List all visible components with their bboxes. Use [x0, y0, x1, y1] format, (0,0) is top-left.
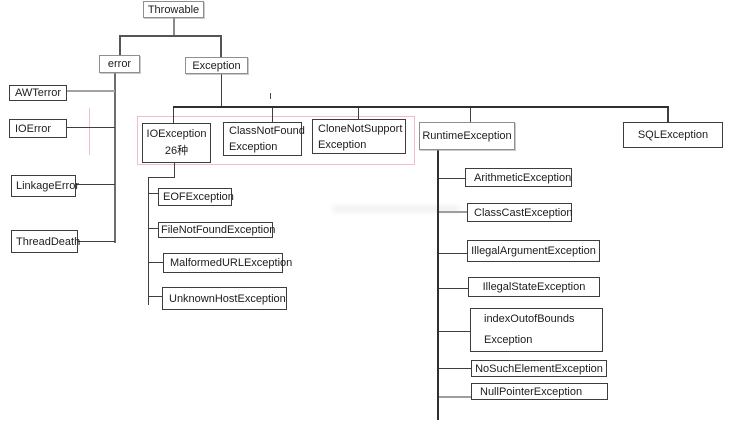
node-label: error [107, 58, 132, 70]
faint-watermark [332, 205, 460, 213]
node-class-cast-exception: ClassCastException [467, 203, 572, 222]
node-label: NoSuchElementException [475, 362, 603, 375]
connector-line [76, 184, 115, 185]
node-label: ClassCastException [474, 206, 573, 219]
node-runtime-exception: RuntimeException [419, 122, 515, 150]
node-io-error: IOError [9, 119, 67, 138]
node-malformed-url-exception: MalformedURLException [163, 253, 292, 273]
connector-line [667, 108, 669, 122]
connector-line [221, 73, 222, 107]
node-null-pointer-exception: NullPointerException [471, 383, 608, 400]
node-file-not-found-exception: FileNotFoundException [158, 222, 276, 238]
connector-line [67, 127, 115, 128]
connector-line [148, 177, 149, 305]
node-label: Exception [192, 59, 241, 72]
node-illegal-argument-exception: IllegalArgumentException [467, 240, 600, 262]
node-thread-death: ThreadDeath [11, 230, 81, 253]
connector-line [358, 108, 359, 119]
highlight-line [89, 108, 90, 155]
connector-line [148, 177, 175, 178]
connector-line [78, 241, 115, 242]
node-label: MalformedURLException [170, 257, 293, 269]
connector-line [439, 288, 468, 289]
node-label: AWTerror [15, 87, 62, 99]
node-exception: Exception [185, 57, 248, 74]
connector-line [439, 331, 470, 332]
connector-line [119, 36, 121, 55]
node-label: NullPointerException [480, 385, 583, 398]
node-label: Throwable [147, 3, 200, 16]
connector-line [470, 108, 471, 122]
connector-line [173, 108, 174, 123]
node-label: EOFException [163, 191, 234, 203]
node-label: indexOutofBounds [484, 313, 575, 325]
connector-line [437, 150, 439, 420]
connector-line [272, 108, 273, 122]
stray-tick-mark [270, 93, 271, 99]
node-io-exception: IOException 26种 [142, 123, 211, 163]
node-label: ThreadDeath [16, 235, 81, 248]
node-label: IllegalArgumentException [471, 245, 596, 257]
connector-line [114, 73, 116, 243]
node-label: IllegalStateException [482, 281, 586, 293]
connector-line [439, 396, 471, 398]
node-eof-exception: EOFException [158, 188, 234, 206]
node-label: SQLException [637, 129, 709, 141]
node-arithmetic-exception: ArithmeticException [465, 168, 572, 187]
node-throwable: Throwable [143, 1, 204, 18]
connector-line [174, 163, 175, 178]
node-label: LinkageError [16, 180, 79, 192]
node-error: error [99, 55, 140, 73]
node-label: UnknownHostException [169, 292, 286, 305]
node-label: RuntimeException [422, 130, 512, 142]
node-sql-exception: SQLException [623, 122, 723, 148]
node-label: Exception [484, 334, 533, 346]
node-label: Exception [229, 141, 278, 153]
connector-line [148, 262, 163, 263]
connector-line [148, 296, 162, 297]
node-label: 26种 [164, 145, 189, 157]
node-illegal-state-exception: IllegalStateException [468, 277, 600, 297]
node-label: IOError [15, 122, 52, 135]
node-label: ClassNotFound [229, 125, 305, 137]
node-linkage-error: LinkageError [11, 175, 79, 197]
node-unknown-host-exception: UnknownHostException [162, 287, 287, 310]
node-label: ArithmeticException [474, 171, 572, 184]
node-label: IOException [146, 128, 207, 140]
node-awt-error: AWTerror [9, 85, 67, 101]
connector-line [67, 90, 115, 92]
connector-line [439, 211, 467, 213]
node-label: Exception [318, 138, 367, 151]
highlight-rectangle [137, 116, 415, 165]
connector-line [220, 36, 222, 57]
node-label: CloneNotSupport [318, 122, 403, 135]
connector-line [119, 35, 222, 37]
node-no-such-element-exception: NoSuchElementException [471, 360, 607, 377]
connector-line [439, 368, 471, 369]
connector-line [148, 228, 158, 229]
connector-line [173, 17, 175, 35]
connector-line [439, 253, 467, 254]
node-label: FileNotFoundException [161, 224, 276, 236]
connector-line [148, 193, 158, 194]
connector-line [439, 178, 465, 179]
connector-line [173, 106, 669, 108]
